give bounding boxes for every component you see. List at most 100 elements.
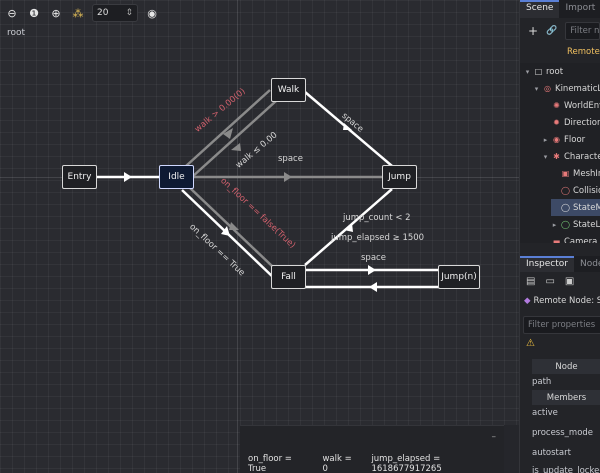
state-entry[interactable]: Entry: [62, 165, 97, 189]
label-fall-jumpn: space: [361, 253, 386, 263]
remote-tab[interactable]: Remote: [567, 47, 600, 57]
edge-walk-jump-arrow: [343, 123, 352, 130]
kinematic-icon: ◎: [544, 84, 551, 93]
scene-toolbar: + 🔗 Filter nodes: [520, 18, 600, 44]
right-dock: Scene Import + 🔗 Filter nodes Remote ▾□r…: [519, 0, 600, 473]
expand-caret-icon[interactable]: ▾: [534, 84, 539, 93]
link-icon[interactable]: 🔗: [546, 26, 558, 36]
edge-walk-idle: [191, 100, 277, 178]
tree-item[interactable]: ✹ DirectionalLight: [542, 114, 600, 131]
spatial-icon: ◉: [553, 135, 560, 144]
zoom-spinbox[interactable]: 20 ⇕: [92, 4, 138, 22]
tree-item-label: StateMachine: [573, 202, 600, 213]
new-resource-icon[interactable]: ▤: [526, 276, 536, 287]
prop-active[interactable]: active: [532, 408, 558, 418]
prop-autostart[interactable]: autostart: [532, 448, 571, 458]
tab-inspector[interactable]: Inspector: [520, 256, 574, 272]
state-walk[interactable]: Walk: [271, 78, 306, 102]
tree-item-label: MeshInstance: [573, 168, 600, 179]
eye-icon[interactable]: ◉: [147, 6, 157, 20]
inspector-tabs: Inspector Node: [520, 256, 600, 272]
edge-jumpn-fall-arrow: [369, 282, 377, 292]
state-jump-n[interactable]: Jump(n): [438, 265, 480, 289]
tab-import[interactable]: Import: [565, 3, 596, 13]
edge-jump-fall-arrow: [344, 223, 353, 232]
section-node[interactable]: Node: [532, 359, 600, 374]
tab-node[interactable]: Node: [579, 259, 600, 269]
tree-item-label: WorldEnvironment: [564, 100, 600, 111]
scene-tree[interactable]: ▾□root▾◎KinematicLayer✺WorldEnvironment✹…: [520, 63, 600, 243]
expand-caret-icon[interactable]: ▸: [543, 135, 548, 144]
world-icon: ✺: [553, 101, 560, 110]
label-jump-fall-count: jump_count < 2: [343, 213, 411, 223]
prop-is-update-locked[interactable]: is_update_locked: [532, 466, 600, 473]
graph-scrollbar[interactable]: [504, 425, 519, 473]
tree-item-label: Floor: [564, 134, 586, 145]
state-machine-graph[interactable]: ⊖ ❶ ⊕ ⁂ 20 ⇕ ◉ root Entry Idle Walk Jump…: [0, 0, 519, 473]
tree-item[interactable]: ▾ ✱ Character: [542, 148, 600, 165]
state-icon: ◯: [561, 203, 570, 212]
remote-node-icon: ◆: [524, 296, 531, 306]
debug-status-panel: – on_floor = True walk = 0 jump_elapsed …: [240, 425, 504, 473]
edge-idle-walk: [185, 89, 271, 167]
warning-icon[interactable]: ⚠: [526, 338, 535, 349]
tree-item[interactable]: ▣MeshInstance: [551, 165, 600, 182]
tree-item-label: DirectionalLight: [564, 117, 600, 128]
tree-item[interactable]: ▬Camera: [542, 233, 600, 244]
light-icon: ✹: [553, 118, 560, 127]
transition-edges: [97, 89, 440, 292]
status-walk: walk = 0: [322, 454, 352, 473]
plus-circle-icon[interactable]: ⊕: [51, 6, 61, 20]
edge-walk-idle-arrow: [231, 143, 241, 151]
collision-icon: ◯: [561, 186, 570, 195]
edge-fall-idle-arrow: [221, 226, 230, 236]
status-on-floor: on_floor = True: [248, 454, 292, 473]
tree-item[interactable]: ▸◯StateLayer: [551, 216, 600, 233]
edge-idle-fall-arrow: [229, 222, 239, 230]
graph-toolbar: ⊖ ❶ ⊕ ⁂ 20 ⇕ ◉: [4, 3, 160, 23]
state-jump[interactable]: Jump: [382, 165, 417, 189]
spin-arrows-icon[interactable]: ⇕: [125, 8, 133, 18]
scene-dock-tabs: Scene Import: [520, 0, 600, 18]
tree-item[interactable]: ▾□root: [524, 63, 600, 80]
tree-item[interactable]: ◯CollisionShape: [551, 182, 600, 199]
add-node-icon[interactable]: +: [528, 24, 539, 38]
open-folder-icon[interactable]: ▭: [545, 276, 555, 287]
status-collapse-toggle[interactable]: –: [491, 432, 497, 442]
prop-process-mode[interactable]: process_mode: [532, 428, 594, 438]
edge-fall-jumpn-arrow: [368, 265, 376, 275]
tree-item[interactable]: ▸ ◉ Floor: [542, 131, 600, 148]
state-fall[interactable]: Fall: [271, 265, 306, 289]
mesh-icon: ▣: [561, 169, 570, 178]
section-members[interactable]: Members: [532, 390, 600, 405]
expand-caret-icon[interactable]: ▾: [543, 152, 548, 161]
remote-node-label: Remote Node: StateMachine: [533, 296, 600, 306]
filter-nodes-input[interactable]: Filter nodes: [565, 22, 600, 40]
expand-caret-icon[interactable]: ▾: [525, 67, 530, 76]
tree-item[interactable]: ✺ WorldEnvironment: [542, 97, 600, 114]
label-jump-fall-elapsed: jump_elapsed ≥ 1500: [331, 233, 425, 243]
snap-icon[interactable]: ⁂: [72, 6, 84, 20]
filter-properties-input[interactable]: Filter properties: [523, 316, 600, 334]
tree-item[interactable]: ◯StateMachine: [551, 199, 600, 216]
tree-item[interactable]: ▾◎KinematicLayer: [533, 80, 600, 97]
state-idle[interactable]: Idle: [159, 165, 194, 189]
character-icon: ✱: [553, 152, 560, 161]
tab-scene[interactable]: Scene: [520, 0, 560, 18]
graph-origin-y-axis: [237, 0, 238, 473]
minus-circle-icon[interactable]: ⊖: [7, 6, 17, 20]
tree-item-label: Camera: [564, 236, 598, 244]
edge-idle-jump-arrow: [284, 172, 292, 182]
save-icon[interactable]: ▣: [564, 276, 575, 287]
tree-item-label: Character: [564, 151, 600, 162]
edge-entry-idle-arrow: [124, 172, 132, 182]
prop-path[interactable]: path: [532, 377, 552, 387]
layer-icon: ◯: [561, 220, 570, 229]
camera-icon: ▬: [552, 237, 561, 243]
expand-caret-icon[interactable]: ▸: [552, 220, 557, 229]
reset-zoom-icon[interactable]: ❶: [29, 6, 39, 20]
label-idle-jump: space: [278, 154, 303, 164]
breadcrumb[interactable]: root: [7, 28, 26, 38]
status-jump-elapsed: jump_elapsed = 1618677917265: [371, 454, 442, 473]
inspector-toolbar: ▤ ▭ ▣: [526, 276, 574, 287]
